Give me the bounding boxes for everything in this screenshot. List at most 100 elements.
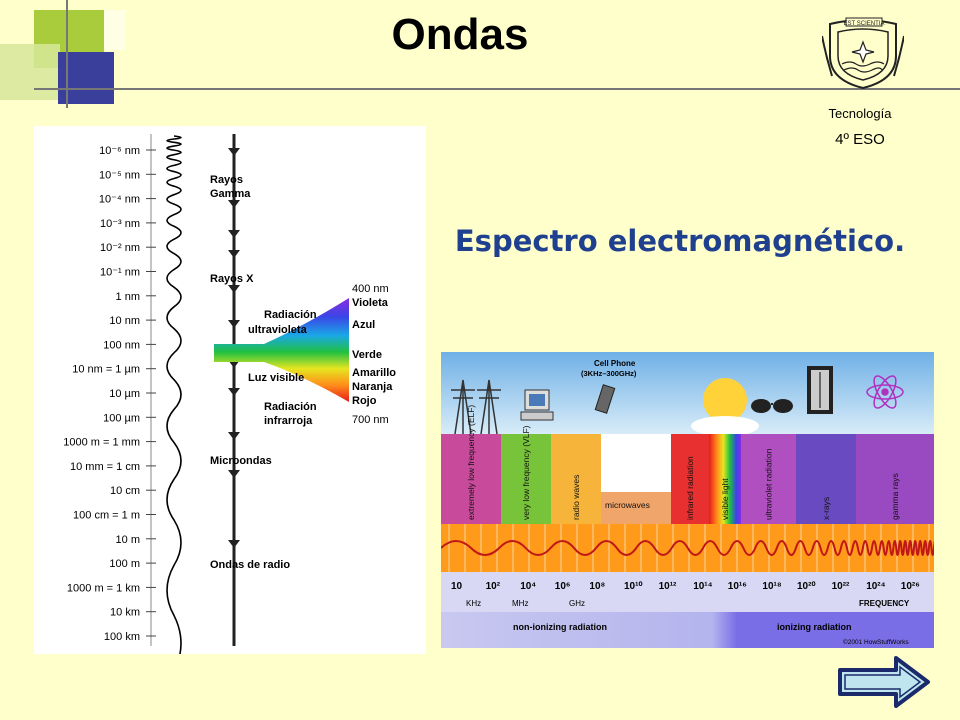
- band-label-ir-2: infrarroja: [264, 415, 313, 427]
- copyright-label: ©2001 HowStuffWorks: [843, 638, 909, 646]
- band-label-uv-2: ultravioleta: [248, 324, 308, 336]
- wavelength-label: 1000 m = 1 km: [67, 582, 140, 594]
- band-label-gamma-2: Gamma: [210, 188, 251, 200]
- band-label: microwaves: [605, 500, 650, 510]
- wavelength-label: 1 nm: [116, 291, 140, 303]
- band-label-gamma-1: Rayos: [210, 174, 243, 186]
- band-label-ir-1: Radiación: [264, 401, 317, 413]
- color-name-label: Rojo: [352, 395, 377, 407]
- frequency-tick-label: 10²²: [832, 581, 850, 592]
- ionizing-label: ionizing radiation: [777, 622, 852, 632]
- unit-label: MHz: [512, 599, 528, 608]
- decorative-horizontal-line: [34, 88, 960, 90]
- spectrum-band: [551, 434, 601, 524]
- color-name-label: Amarillo: [352, 367, 396, 379]
- band-label-xray: Rayos X: [210, 273, 254, 285]
- spine-arrow: [228, 285, 240, 293]
- color-name-label: Naranja: [352, 381, 393, 393]
- frequency-tick-label: 10: [451, 581, 463, 592]
- course-label: 4º ESO: [835, 131, 885, 148]
- frequency-tick-label: 10²⁰: [797, 581, 815, 592]
- spectrum-band: [796, 434, 856, 524]
- cell-phone-range: (3KHz–300GHz): [581, 369, 637, 378]
- frequency-tick-label: 10¹⁶: [728, 581, 747, 592]
- band-label: radio waves: [571, 475, 581, 520]
- wavelength-label: 100 µm: [103, 412, 140, 424]
- band-label-radio: Ondas de radio: [210, 559, 290, 571]
- frequency-tick-label: 10⁶: [555, 581, 571, 592]
- decorative-square-light: [0, 44, 60, 100]
- band-label: gamma rays: [890, 473, 900, 520]
- xray-film-icon: [807, 366, 833, 414]
- cell-phone-label: Cell Phone: [594, 359, 636, 368]
- spine-arrow: [228, 540, 240, 548]
- wavelength-label: 100 km: [104, 631, 140, 643]
- band-label: very low frequency (VLF): [521, 425, 531, 520]
- spine-arrow: [228, 320, 240, 328]
- spine-arrow: [228, 432, 240, 440]
- band-label: x-rays: [821, 497, 831, 520]
- spectrum-horizontal-diagram: Cell Phone (3KHz–300GHz): [440, 352, 938, 648]
- decorative-vertical-line: [66, 0, 68, 108]
- frequency-tick-label: 10¹²: [659, 581, 677, 592]
- frequency-tick-label: 10⁴: [520, 581, 536, 592]
- band-label: extremely low frequency (ELF): [466, 405, 476, 520]
- color-name-label: Violeta: [352, 297, 389, 309]
- frequency-tick-label: 10²: [486, 581, 501, 592]
- wavelength-label: 10 mm = 1 cm: [70, 461, 140, 473]
- wavelength-label: 100 cm = 1 m: [73, 510, 140, 522]
- wavelength-label: 100 m: [109, 558, 140, 570]
- visible-bottom-wavelength: 700 nm: [352, 414, 389, 426]
- wavelength-label: 10 µm: [109, 388, 140, 400]
- band-label: visible light: [720, 478, 730, 520]
- spine-arrow: [228, 250, 240, 258]
- color-name-label: Azul: [352, 319, 375, 331]
- wavelength-label: 100 nm: [103, 339, 140, 351]
- spine-arrow: [228, 230, 240, 238]
- band-label-uv-1: Radiación: [264, 309, 317, 321]
- visible-top-wavelength: 400 nm: [352, 283, 389, 295]
- frequency-label: FREQUENCY: [859, 599, 910, 608]
- wavelength-label: 10 nm: [109, 315, 140, 327]
- color-name-label: Verde: [352, 349, 382, 361]
- wavelength-label: 10⁻⁵ nm: [99, 169, 140, 181]
- spine-arrow: [228, 148, 240, 156]
- spectrum-band: [709, 434, 741, 524]
- computer-icon: [520, 389, 554, 421]
- sun-icon: [703, 378, 747, 422]
- frequency-tick-label: 10⁸: [589, 581, 605, 592]
- phone-icon: [594, 384, 616, 414]
- wavelength-label: 10 nm = 1 µm: [72, 364, 140, 376]
- logo-text: EST SCIENTIA: [844, 21, 885, 27]
- subject-label: Tecnología: [828, 106, 892, 121]
- wavelength-label: 1000 m = 1 mm: [63, 437, 140, 449]
- wavelength-label: 10 cm: [110, 485, 140, 497]
- band-label-visible: Luz visible: [248, 372, 304, 384]
- decorative-square-white: [104, 10, 126, 50]
- frequency-tick-label: 10¹⁴: [693, 581, 712, 592]
- wavelength-label: 10⁻² nm: [100, 242, 140, 254]
- frequency-tick-label: 10²⁶: [901, 581, 920, 592]
- spectrum-band: [501, 434, 551, 524]
- school-logo: EST SCIENTIA: [822, 17, 904, 90]
- page-title: Ondas: [391, 10, 529, 59]
- spectrum-band: [671, 434, 709, 524]
- next-slide-button[interactable]: [836, 655, 932, 709]
- band-label: infrared radiation: [685, 456, 695, 520]
- spectrum-band: [856, 434, 934, 524]
- spine-arrow: [228, 200, 240, 208]
- spectrum-band: [601, 492, 671, 524]
- frequency-tick-label: 10¹⁰: [624, 581, 642, 592]
- spine-arrow: [228, 470, 240, 478]
- unit-label: KHz: [466, 599, 481, 608]
- frequency-tick-label: 10²⁴: [866, 581, 885, 592]
- visible-spectrum-fan: [214, 298, 349, 402]
- spectrum-band: [441, 434, 501, 524]
- wavelength-label: 10 km: [110, 607, 140, 619]
- non-ionizing-label: non-ionizing radiation: [513, 622, 607, 632]
- unit-label: GHz: [569, 599, 585, 608]
- section-subtitle: Espectro electromagnético.: [454, 224, 906, 258]
- frequency-tick-label: 10¹⁸: [762, 581, 781, 592]
- wavelength-label: 10⁻⁴ nm: [99, 194, 140, 206]
